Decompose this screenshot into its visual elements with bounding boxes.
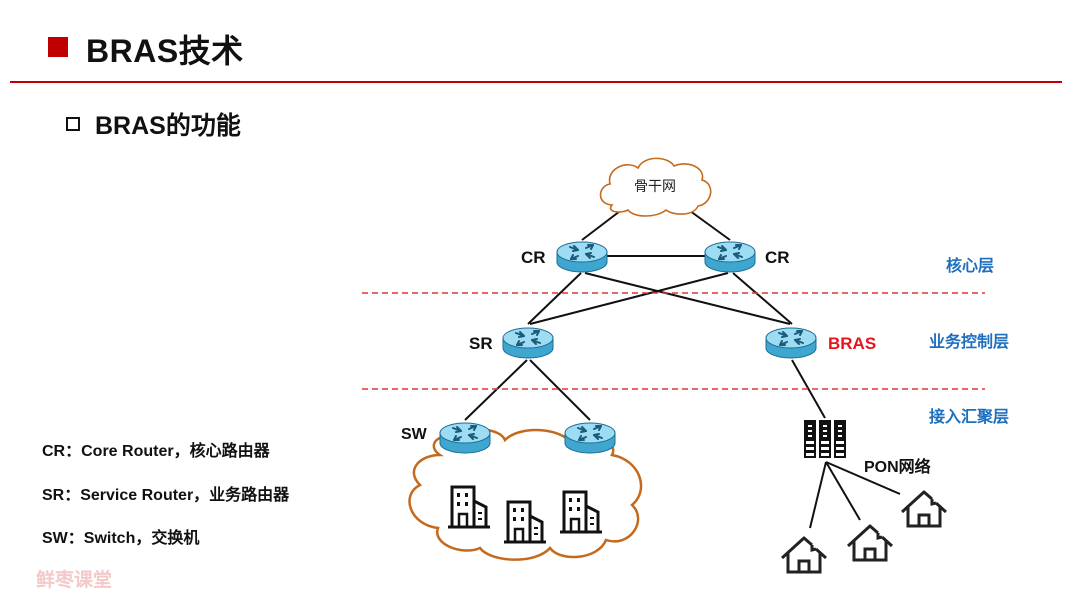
link-cr-right-sr bbox=[529, 272, 729, 325]
label-bras: BRAS bbox=[828, 334, 876, 353]
layer-label-core: 核心层 bbox=[946, 256, 994, 275]
backbone-label: 骨干网 bbox=[634, 178, 676, 194]
link-olt-home-3 bbox=[825, 461, 901, 495]
layer-label-access-aggregation: 接入汇聚层 bbox=[929, 407, 1009, 426]
legend-item-cr: CR：Core Router，核心路由器 bbox=[42, 443, 270, 460]
page-title: BRAS技术 bbox=[86, 33, 244, 69]
router-icon-cr-right bbox=[704, 241, 756, 273]
link-bras-olt bbox=[791, 359, 826, 419]
link-backbone-cr-right bbox=[685, 207, 731, 241]
link-cr-left-sr bbox=[527, 272, 582, 325]
title-divider bbox=[10, 81, 1062, 83]
legend-item-sr: SR：Service Router，业务路由器 bbox=[42, 487, 290, 504]
label-cr-left: CR bbox=[521, 248, 546, 267]
subtitle-bullet bbox=[66, 117, 80, 131]
section-subtitle: BRAS的功能 bbox=[95, 112, 241, 140]
title-bullet bbox=[48, 37, 68, 57]
link-olt-home-1 bbox=[809, 461, 827, 529]
link-sr-sw-left bbox=[464, 359, 528, 421]
label-sw: SW bbox=[401, 426, 428, 443]
label-pon: PON网络 bbox=[864, 457, 931, 476]
legend-item-sw: SW：Switch，交换机 bbox=[42, 530, 200, 547]
router-icon-cr-left bbox=[556, 241, 608, 273]
olt-rack-icon bbox=[804, 420, 846, 458]
label-sr: SR bbox=[469, 334, 493, 353]
watermark: 鲜枣课堂 bbox=[36, 570, 113, 591]
home-icon-3 bbox=[900, 490, 948, 528]
link-sr-sw-right bbox=[529, 359, 591, 421]
router-icon-sr bbox=[502, 327, 554, 359]
switch-icon-left bbox=[439, 422, 491, 454]
layer-label-service-control: 业务控制层 bbox=[929, 332, 1009, 351]
switch-icon-right bbox=[564, 422, 616, 454]
label-cr-right: CR bbox=[765, 248, 790, 267]
router-icon-bras bbox=[765, 327, 817, 359]
link-cr-left-bras bbox=[584, 272, 791, 325]
backbone-cloud-icon bbox=[599, 157, 712, 217]
link-cr-right-bras bbox=[732, 272, 793, 325]
home-icon-1 bbox=[780, 536, 828, 574]
home-icon-2 bbox=[846, 524, 894, 562]
link-olt-home-2 bbox=[825, 461, 861, 521]
